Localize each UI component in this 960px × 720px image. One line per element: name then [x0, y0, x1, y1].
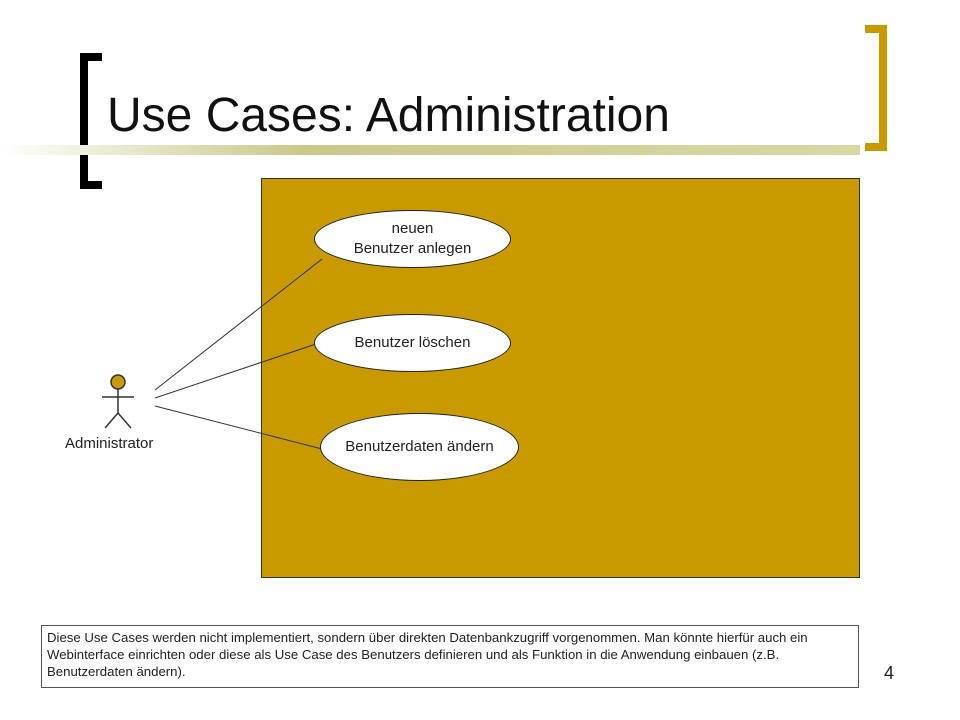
association-line-loeschen — [154, 343, 317, 399]
actor-right-leg — [117, 412, 132, 429]
actor-figure — [102, 374, 134, 429]
association-line-anlegen — [154, 258, 323, 391]
actor-label: Administrator — [65, 435, 154, 452]
title-underline-bar — [0, 145, 860, 155]
page-number: 4 — [884, 663, 895, 683]
association-line-aendern — [154, 405, 327, 451]
note-box: Diese Use Cases werden nicht implementie… — [41, 625, 859, 688]
actor-head — [110, 374, 126, 390]
actor-left-leg — [104, 412, 119, 429]
slide-title: Use Cases: Administration — [107, 89, 670, 142]
usecase-benutzer-loeschen: Benutzer löschen — [314, 314, 511, 372]
right-title-bracket — [865, 25, 887, 151]
usecase-benutzer-anlegen: neuen Benutzer anlegen — [314, 210, 511, 268]
left-title-bracket — [80, 53, 102, 189]
usecase-benutzerdaten-aendern: Benutzerdaten ändern — [320, 413, 519, 481]
